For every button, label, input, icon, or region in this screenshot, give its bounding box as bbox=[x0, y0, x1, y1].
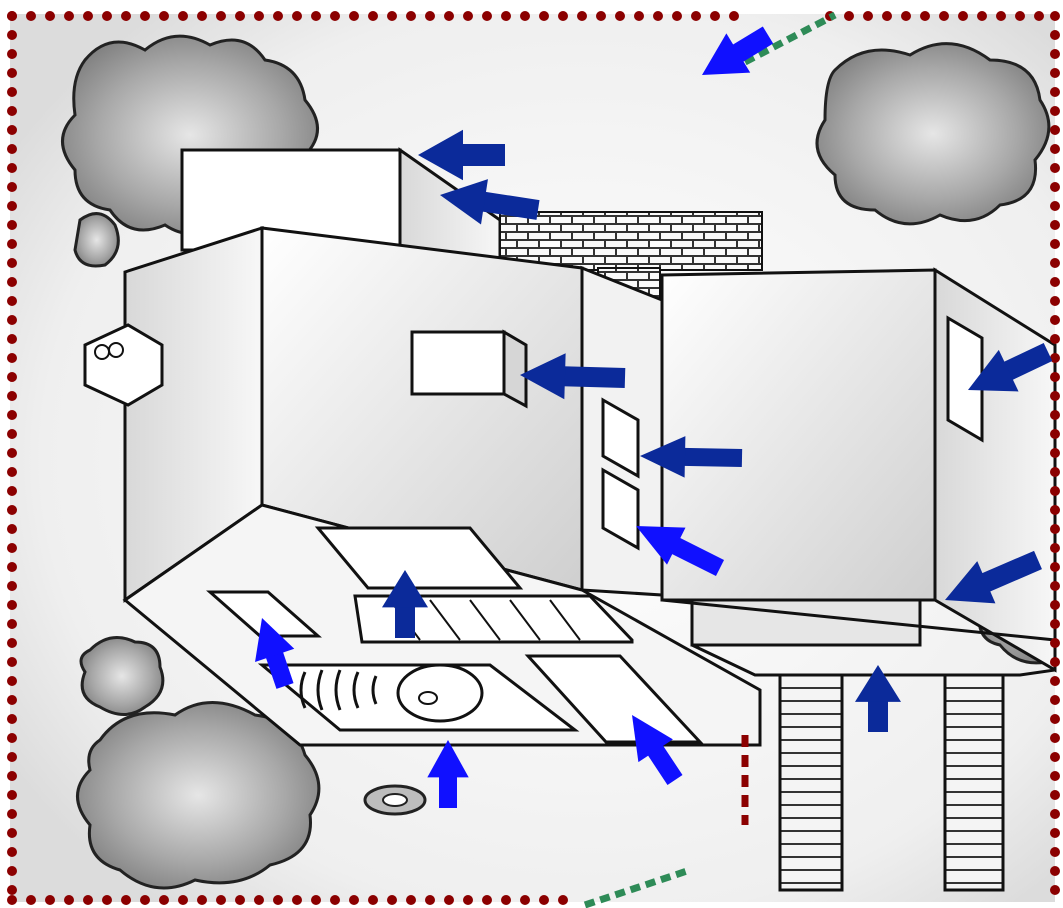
arrow-head bbox=[968, 349, 1019, 392]
arrow-shaft bbox=[1002, 342, 1053, 381]
arrow-shaft bbox=[647, 744, 683, 785]
brick-wall bbox=[499, 211, 763, 271]
site-boundary-dashed-top bbox=[743, 11, 837, 66]
window bbox=[410, 330, 506, 396]
tree-small-left bbox=[79, 636, 165, 716]
site-boundary-dotted bbox=[7, 11, 1060, 905]
arrow-shaft bbox=[731, 26, 774, 63]
building-right-block bbox=[660, 267, 1057, 677]
arrow-head bbox=[702, 33, 751, 75]
site-boundary-dashed-bottom bbox=[583, 866, 692, 908]
arrow-head bbox=[520, 353, 566, 400]
air-conditioner bbox=[83, 323, 164, 407]
arrow-head bbox=[636, 526, 686, 565]
arrow-head bbox=[632, 715, 673, 763]
arrow-shaft bbox=[682, 447, 743, 467]
arrow-shaft bbox=[265, 650, 294, 689]
arrow-head bbox=[440, 179, 488, 225]
arrow-shaft bbox=[480, 191, 540, 220]
tree-bottom-left bbox=[76, 701, 427, 890]
arrow-shaft bbox=[980, 550, 1042, 593]
tree-top-right bbox=[815, 42, 1051, 226]
staircase-right bbox=[943, 673, 1005, 892]
arrow-head bbox=[855, 665, 901, 702]
arrow-head bbox=[945, 561, 996, 604]
arrow-shaft bbox=[670, 537, 725, 577]
arrow-head bbox=[427, 740, 469, 778]
arrow-head bbox=[382, 570, 428, 608]
arrow-head bbox=[255, 618, 295, 663]
arrow-group bbox=[255, 26, 1053, 808]
arrow-head bbox=[640, 436, 686, 478]
arrow-shaft bbox=[562, 366, 626, 388]
staircase-left bbox=[778, 673, 844, 892]
person-lying bbox=[299, 663, 484, 723]
arrow-head bbox=[418, 129, 463, 181]
